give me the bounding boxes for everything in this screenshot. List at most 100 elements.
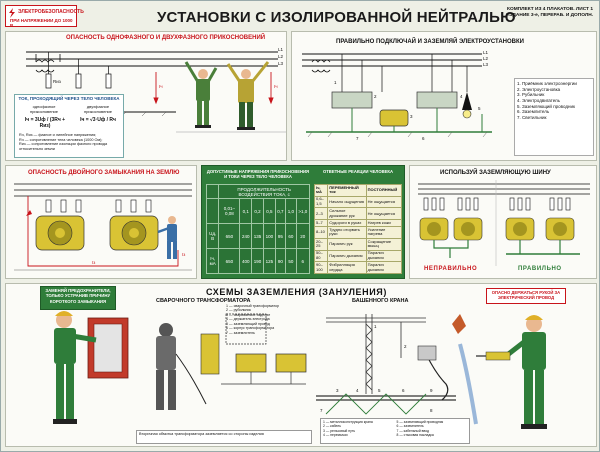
motor-right xyxy=(109,215,159,251)
panel2-title: ПРАВИЛЬНО ПОДКЛЮЧАЙ И ЗАЗЕМЛЯЙ ЭЛЕКТРОУС… xyxy=(336,39,524,45)
legend-item-3: 3. Рубильник xyxy=(517,92,545,98)
crane-callout-2: 2 xyxy=(404,344,407,349)
legend-item-5: 5. Заземляющий проводник xyxy=(517,103,575,109)
crane-legend-1: 1 — металлоконструкция крана xyxy=(323,420,373,424)
formula-legend-2: Rч — сопротивление тела человека (1000 О… xyxy=(19,137,103,142)
worker-drill xyxy=(458,315,547,429)
p2-label-l1: L1 xyxy=(483,50,489,55)
label-ich-1: Iч xyxy=(159,84,163,89)
duration-cell: 0,5 xyxy=(262,198,276,224)
worker-figure-small xyxy=(157,216,177,259)
duration-header: ПРОДОЛЖИТЕЛЬНОСТЬ ВОЗДЕЙСТВИЯ ТОКА, с xyxy=(218,184,310,199)
panel-phase-contact: ОПАСНОСТЬ ОДНОФАЗНОГО И ДВУХФАЗНОГО ПРИК… xyxy=(5,31,287,161)
duration-cell: 1,0 xyxy=(285,198,297,224)
worker-figure-1 xyxy=(184,61,218,128)
p2-callout-2: 2 xyxy=(374,94,377,99)
panel-grounding-bus: ИСПОЛЬЗУЙ ЗАЗЕМЛЯЮЩУЮ ШИНУ xyxy=(409,165,597,279)
crane-callout-4: 4 xyxy=(356,388,359,393)
p2-callout-3: 3 xyxy=(410,114,413,119)
formula-title: ТОК, ПРОХОДЯЩИЙ ЧЕРЕЗ ТЕЛО ЧЕЛОВЕКА xyxy=(18,96,120,101)
table-cell: 650 xyxy=(218,248,241,274)
crane-callout-7: 7 xyxy=(320,408,323,413)
limits-table: ПРОДОЛЖИТЕЛЬНОСТЬ ВОЗДЕЙСТВИЯ ТОКА, с 0,… xyxy=(205,184,311,274)
reaction-cell: 20–25 xyxy=(313,237,329,251)
duration-cell: >1,0 xyxy=(295,198,311,224)
schemes-title: СХЕМЫ ЗАЗЕМЛЕНИЯ (ЗАНУЛЕНИЯ) xyxy=(206,287,387,297)
reaction-cell: Начало ощущения xyxy=(327,195,367,209)
p3-label-iz-1: Iз xyxy=(92,260,96,265)
welder-legend-1: 1 — сварочный трансформатор xyxy=(226,304,279,308)
table-cell: 20 xyxy=(295,223,311,249)
crane-legend: 1 — металлоконструкция крана 2 — кабель … xyxy=(320,418,470,444)
panel-bottom: СХЕМЫ ЗАЗЕМЛЕНИЯ (ЗАНУЛЕНИЯ) СВАРОЧНОГО … xyxy=(5,283,597,447)
duration-cell: 0,2 xyxy=(251,198,264,224)
crane-legend-4: 4 — перемычки xyxy=(323,432,348,437)
table-cell: 650 xyxy=(218,223,241,249)
right-label: ПРАВИЛЬНО xyxy=(518,266,562,272)
crane-legend-3: 3 — рельсовый путь xyxy=(323,428,356,433)
bottom-illustrations xyxy=(53,311,547,429)
row-header: Iч, мА xyxy=(205,248,220,274)
reaction-cell: Паралич рук xyxy=(327,237,367,251)
formula-double: Iч = √3·Uф / Rч xyxy=(80,117,116,123)
reaction-cell: Фибрилляция сердца xyxy=(327,261,367,274)
reaction-header: ПОСТОЯННЫЙ xyxy=(365,184,403,197)
kit-info: КОМПЛЕКТ ИЗ 4 ПЛАКАТОВ. ЛИСТ 1 ИЗДАНИЕ 3… xyxy=(506,7,593,20)
welder-legend-3: 3 — свариваемое изделие xyxy=(226,312,271,317)
motor xyxy=(379,109,409,127)
p2-callout-7: 7 xyxy=(356,136,359,141)
reaction-cell: 90–100 xyxy=(313,261,329,274)
formula-box: ТОК, ПРОХОДЯЩИЙ ЧЕРЕЗ ТЕЛО ЧЕЛОВЕКА одно… xyxy=(14,94,124,158)
crane-legend-8: 8 — стыковая накладка xyxy=(396,432,434,437)
badge: ЭЛЕКТРОБЕЗОПАСНОСТЬ ПРИ НАПРЯЖЕНИИ ДО 10… xyxy=(5,5,84,28)
worker-figure-2 xyxy=(226,61,270,130)
legend-item-2: 2. Электроустановка xyxy=(517,86,561,92)
duration-cell: 0,01–0,08 xyxy=(218,198,241,224)
wrong-label: НЕПРАВИЛЬНО xyxy=(424,266,478,272)
page-title: УСТАНОВКИ С ИЗОЛИРОВАННОЙ НЕЙТРАЛЬЮ xyxy=(157,9,516,26)
reaction-header: Iч, мА xyxy=(313,184,329,197)
lightning-icon xyxy=(9,8,15,18)
panel-tables: ДОПУСТИМЫЕ НАПРЯЖЕНИЯ ПРИКОСНОВЕНИЯ И ТО… xyxy=(201,165,405,279)
reaction-header: ПЕРЕМЕННЫЙ ток xyxy=(327,184,367,197)
label-l2: L2 xyxy=(278,54,284,59)
table-cell: 400 xyxy=(239,248,253,274)
formula-legend-1: Rч, Rиз — фазное и линейное напряжения; xyxy=(19,133,97,137)
crane-legend-5: 5 — заземляющий проводник xyxy=(396,420,444,424)
reaction-cell: Нагрев кожи xyxy=(365,219,403,228)
reaction-cell: Паралич дыхания xyxy=(365,249,403,263)
crane-callout-3: 3 xyxy=(336,388,339,393)
panel4-title-right: ОТВЕТНЫЕ РЕАКЦИИ ЧЕЛОВЕКА xyxy=(322,169,393,174)
connection-diagram xyxy=(302,53,492,138)
panel3-title: ОПАСНОСТЬ ДВОЙНОГО ЗАМЫКАНИЯ НА ЗЕМЛЮ xyxy=(28,170,180,176)
reaction-cell: Не ощущается xyxy=(365,207,403,221)
p2-label-l3: L3 xyxy=(483,62,489,67)
note-wire-text: ОПАСНО ДЕРЖАТЬСЯ РУКОЙ ЗА ЭЛЕКТРИЧЕСКИЙ … xyxy=(491,290,561,301)
cable-illustration xyxy=(417,314,466,401)
welder-legend: 1 — сварочный трансформатор 2 — рубильни… xyxy=(226,304,308,352)
table-cell: 190 xyxy=(251,248,264,274)
label-l1: L1 xyxy=(278,47,284,52)
welder-legend-2: 2 — рубильник xyxy=(226,308,251,313)
p2-label-l2: L2 xyxy=(483,56,489,61)
welder-note-text: Вторичная обмотка трансформатора заземля… xyxy=(139,432,264,436)
reactions-table: Iч, мА ПЕРЕМЕННЫЙ ток ПОСТОЯННЫЙ 0,6–1,5… xyxy=(313,184,403,274)
formula-legend-3: Rиз — сопротивление изоляции фазного про… xyxy=(19,142,108,152)
label-riz: Rиз xyxy=(53,79,61,84)
duration-cell: 0,7 xyxy=(274,198,287,224)
badge-line1: ЭЛЕКТРОБЕЗОПАСНОСТЬ xyxy=(18,9,84,15)
switchboard-2 xyxy=(416,91,458,109)
panel1-title: ОПАСНОСТЬ ОДНОФАЗНОГО И ДВУХФАЗНОГО ПРИК… xyxy=(66,35,266,41)
panel-double-fault: ОПАСНОСТЬ ДВОЙНОГО ЗАМЫКАНИЯ НА ЗЕМЛЮ xyxy=(5,165,197,279)
crane-legend-6: 6 — заземлитель xyxy=(396,424,424,429)
crane-callout-5: 5 xyxy=(378,388,381,393)
reaction-cell: Не ощущается xyxy=(365,195,403,209)
table-cell: 135 xyxy=(251,223,264,249)
welder-legend-7: 7 — заземлитель xyxy=(226,330,255,335)
crane-legend-7: 7 — кабельный ввод xyxy=(396,428,430,433)
welder-legend-4: 4 — держатель электрода xyxy=(226,317,270,322)
reaction-cell: Сокращение мышц xyxy=(365,237,403,251)
reaction-cell: 5–7 xyxy=(313,219,329,228)
crane-callout-1: 1 xyxy=(374,324,377,329)
switchboard-1 xyxy=(331,91,373,109)
